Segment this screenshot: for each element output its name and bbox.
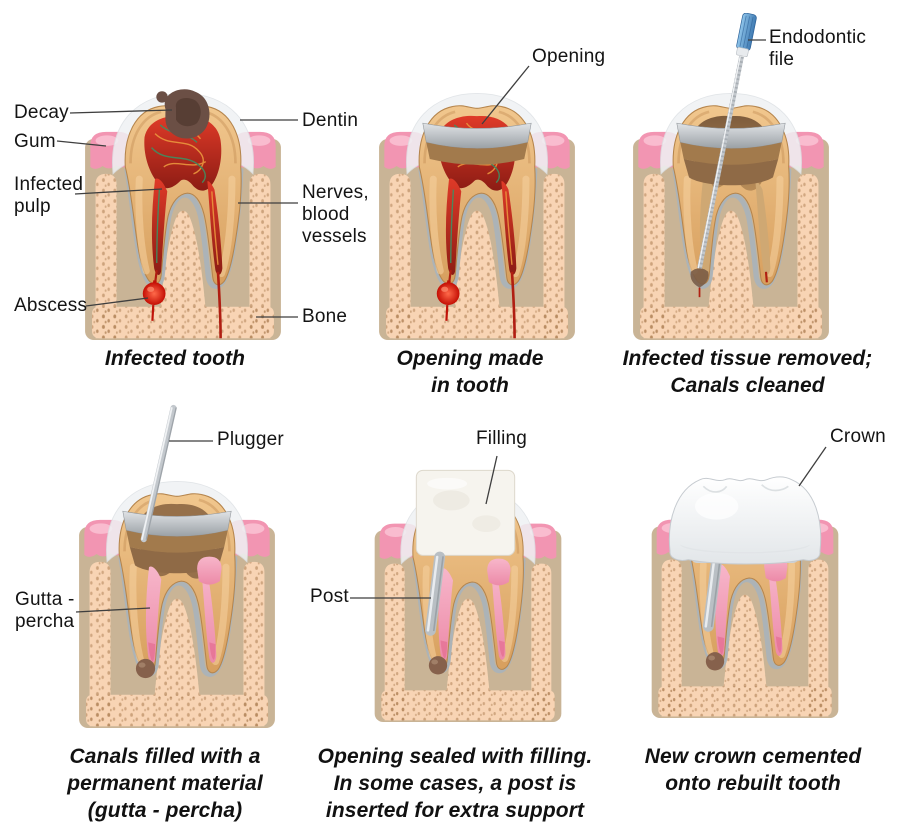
label-dentin: Dentin (302, 110, 359, 131)
label-gutta-percha: Gutta - percha (15, 589, 75, 632)
tooth-cross-section-stage-3 (633, 13, 829, 340)
label-infected-pulp: Infected pulp (14, 174, 84, 217)
tooth-cross-section-stage-1 (85, 89, 281, 340)
label-endodontic-file: Endodontic file (769, 27, 867, 70)
caption-opening-sealed: Opening sealed with filling. In some cas… (317, 745, 593, 822)
label-crown: Crown (830, 426, 886, 447)
illustration-crown-cemented (645, 406, 845, 718)
label-opening: Opening (532, 46, 606, 67)
label-gum: Gum (14, 131, 56, 152)
tooth-cross-section-stage-5 (374, 469, 562, 722)
illustration-canals-cleaned (626, 13, 836, 340)
illustration-infected-tooth (78, 13, 288, 340)
caption-canals-filled: Canals filled with a permanent material … (67, 745, 263, 822)
caption-opening-made: Opening made in tooth (396, 347, 544, 397)
label-post: Post (310, 586, 349, 607)
caption-canals-cleaned: Infected tissue removed; Canals cleaned (622, 347, 873, 397)
label-bone: Bone (302, 306, 348, 327)
label-plugger: Plugger (217, 429, 284, 450)
label-decay: Decay (14, 102, 69, 123)
tooth-cross-section-stage-6 (651, 476, 839, 718)
illustration-opening-sealed (368, 410, 568, 722)
caption-infected-tooth: Infected tooth (104, 347, 246, 370)
label-nerves-blood-vessels: Nerves, blood vessels (302, 182, 369, 247)
caption-crown-cemented: New crown cemented onto rebuilt tooth (644, 745, 862, 795)
label-filling: Filling (476, 428, 528, 449)
tooth-cross-section-stage-4 (79, 404, 275, 728)
label-abscess: Abscess (14, 295, 88, 316)
illustration-canals-filled (72, 401, 282, 728)
